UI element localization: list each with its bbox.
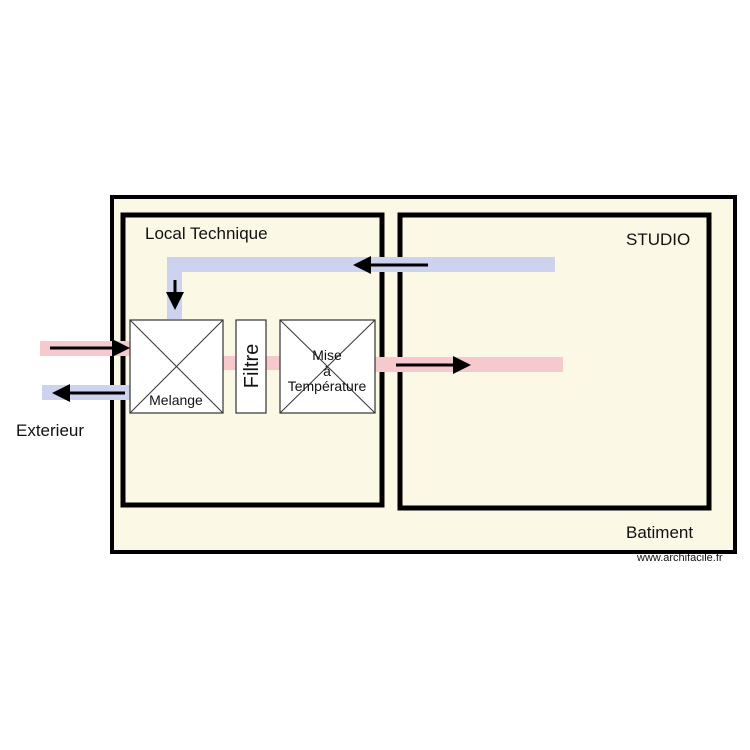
filtre-box — [235, 319, 267, 414]
supply-duct-melange-filtre — [222, 356, 236, 370]
mise-label-line1: Mise — [312, 347, 342, 363]
supply-duct-filtre-mise — [266, 356, 280, 370]
melange-box — [129, 319, 224, 414]
local-technique-label: Local Technique — [145, 224, 268, 243]
exterieur-label: Exterieur — [16, 421, 84, 440]
filtre-label: Filtre — [241, 344, 263, 388]
studio-label: STUDIO — [626, 230, 690, 249]
mise-label-line3: Température — [288, 378, 367, 394]
melange-label: Melange — [149, 392, 203, 408]
mise-label-line2: à — [323, 363, 331, 379]
batiment-label: Batiment — [626, 523, 693, 542]
mise-a-temperature-box — [279, 319, 376, 414]
watermark: www.archifacile.fr — [636, 552, 723, 564]
